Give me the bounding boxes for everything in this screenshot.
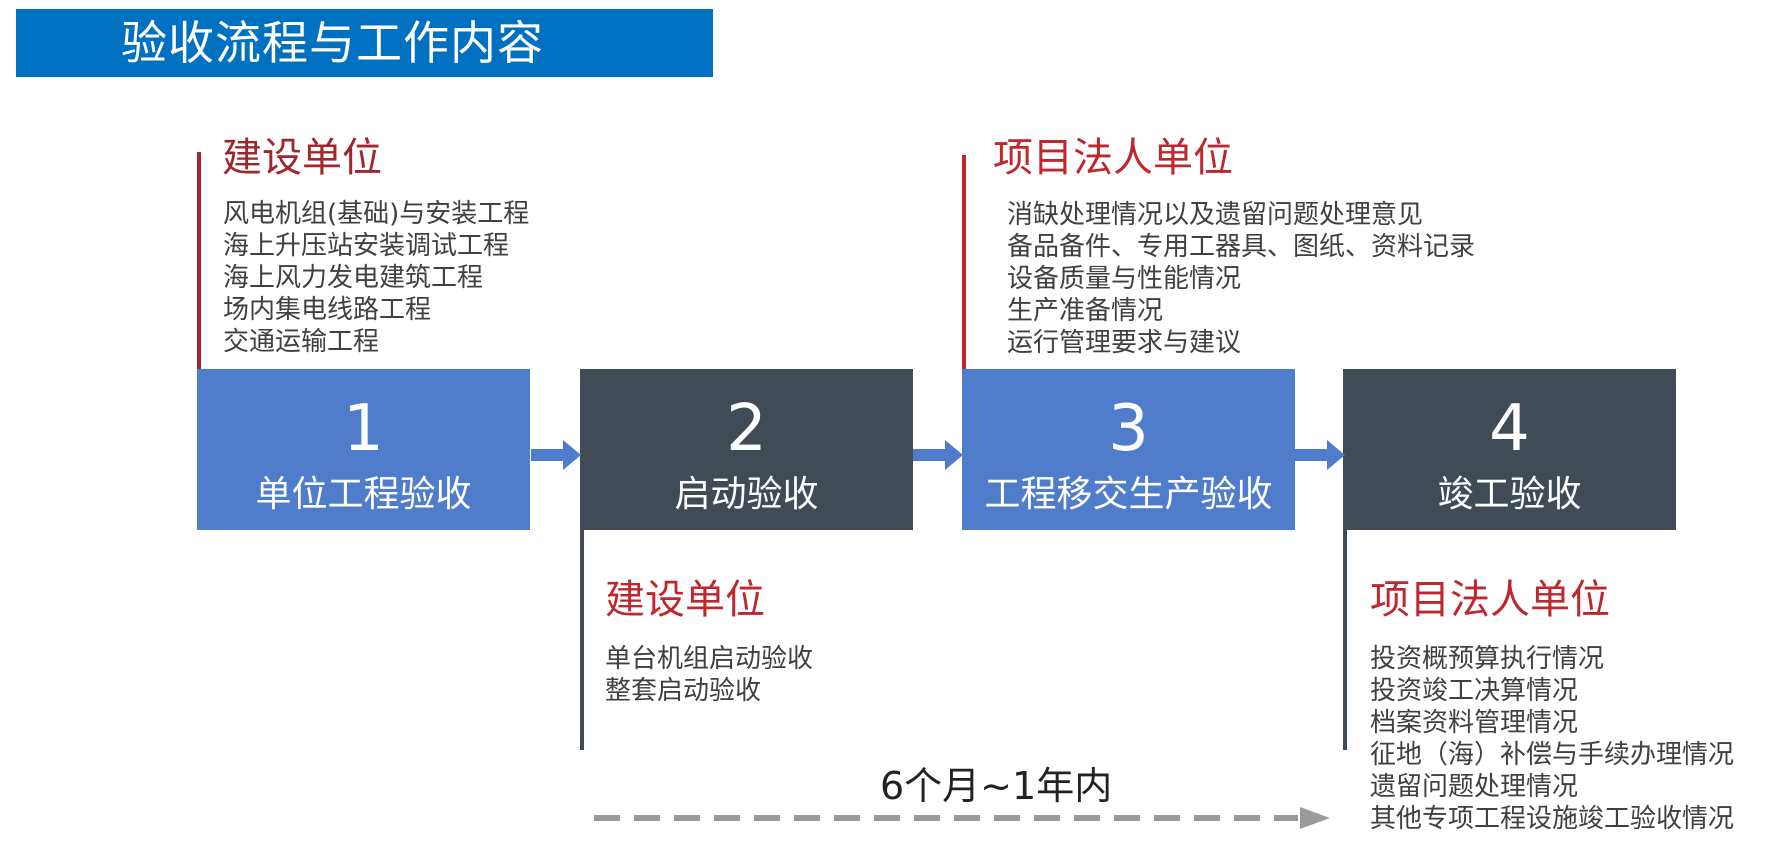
annotation-items-2: 单台机组启动验收 整套启动验收 [605,643,813,707]
annotation-heading-1: 建设单位 [222,135,382,181]
stage-box-3: 3 工程移交生产验收 [962,369,1295,530]
stage-label: 竣工验收 [1437,474,1582,515]
stage-number: 4 [1489,392,1530,466]
annotation-item: 消缺处理情况以及遗留问题处理意见 [1007,200,1424,230]
stage-label: 启动验收 [674,474,819,515]
annotation-line-2 [580,530,584,750]
annotation-item: 整套启动验收 [605,676,762,706]
arrow-right-icon [1295,440,1345,470]
annotation-item: 备品备件、专用工器具、图纸、资料记录 [1007,232,1476,262]
arrow-right-icon [531,440,581,470]
annotation-item: 征地（海）补偿与手续办理情况 [1370,740,1735,770]
annotation-item: 设备质量与性能情况 [1007,264,1242,294]
annotation-item: 风电机组(基础)与安装工程 [223,199,530,229]
annotation-heading-4: 项目法人单位 [1370,577,1610,623]
annotation-item: 海上升压站安装调试工程 [223,231,510,261]
annotation-item: 投资概预算执行情况 [1370,644,1605,674]
annotation-item: 海上风力发电建筑工程 [223,263,484,293]
annotation-heading-3: 项目法人单位 [993,135,1233,181]
annotation-item: 遗留问题处理情况 [1370,772,1579,802]
stage-label: 单位工程验收 [255,474,472,515]
stage-number: 1 [343,392,384,466]
page-title: 验收流程与工作内容 [16,9,713,77]
annotation-items-3: 消缺处理情况以及遗留问题处理意见 备品备件、专用工器具、图纸、资料记录 设备质量… [1007,199,1475,359]
annotation-items-4: 投资概预算执行情况 投资竣工决算情况 档案资料管理情况 征地（海）补偿与手续办理… [1370,643,1734,835]
annotation-line-4 [1343,530,1347,750]
stage-number: 2 [726,392,767,466]
annotation-line-1 [197,152,201,530]
stage-box-2: 2 启动验收 [580,369,913,530]
stage-box-4: 4 竣工验收 [1343,369,1676,530]
annotation-heading-2: 建设单位 [605,577,765,623]
annotation-item: 运行管理要求与建议 [1007,328,1242,358]
annotation-item: 生产准备情况 [1007,296,1164,326]
annotation-item: 单台机组启动验收 [605,644,814,674]
annotation-line-3 [962,155,966,530]
timeline-dashed-arrow [594,807,1330,829]
annotation-item: 场内集电线路工程 [223,295,432,325]
annotation-item: 投资竣工决算情况 [1370,676,1579,706]
stage-number: 3 [1108,392,1149,466]
stage-box-1: 1 单位工程验收 [197,369,530,530]
arrow-right-icon [913,440,963,470]
annotation-items-1: 风电机组(基础)与安装工程 海上升压站安装调试工程 海上风力发电建筑工程 场内集… [223,198,529,358]
annotation-item: 交通运输工程 [223,327,380,357]
stage-label: 工程移交生产验收 [984,474,1273,515]
annotation-item: 档案资料管理情况 [1370,708,1579,738]
annotation-item: 其他专项工程设施竣工验收情况 [1370,804,1735,834]
timeline-label: 6个月~1年内 [880,764,1113,808]
